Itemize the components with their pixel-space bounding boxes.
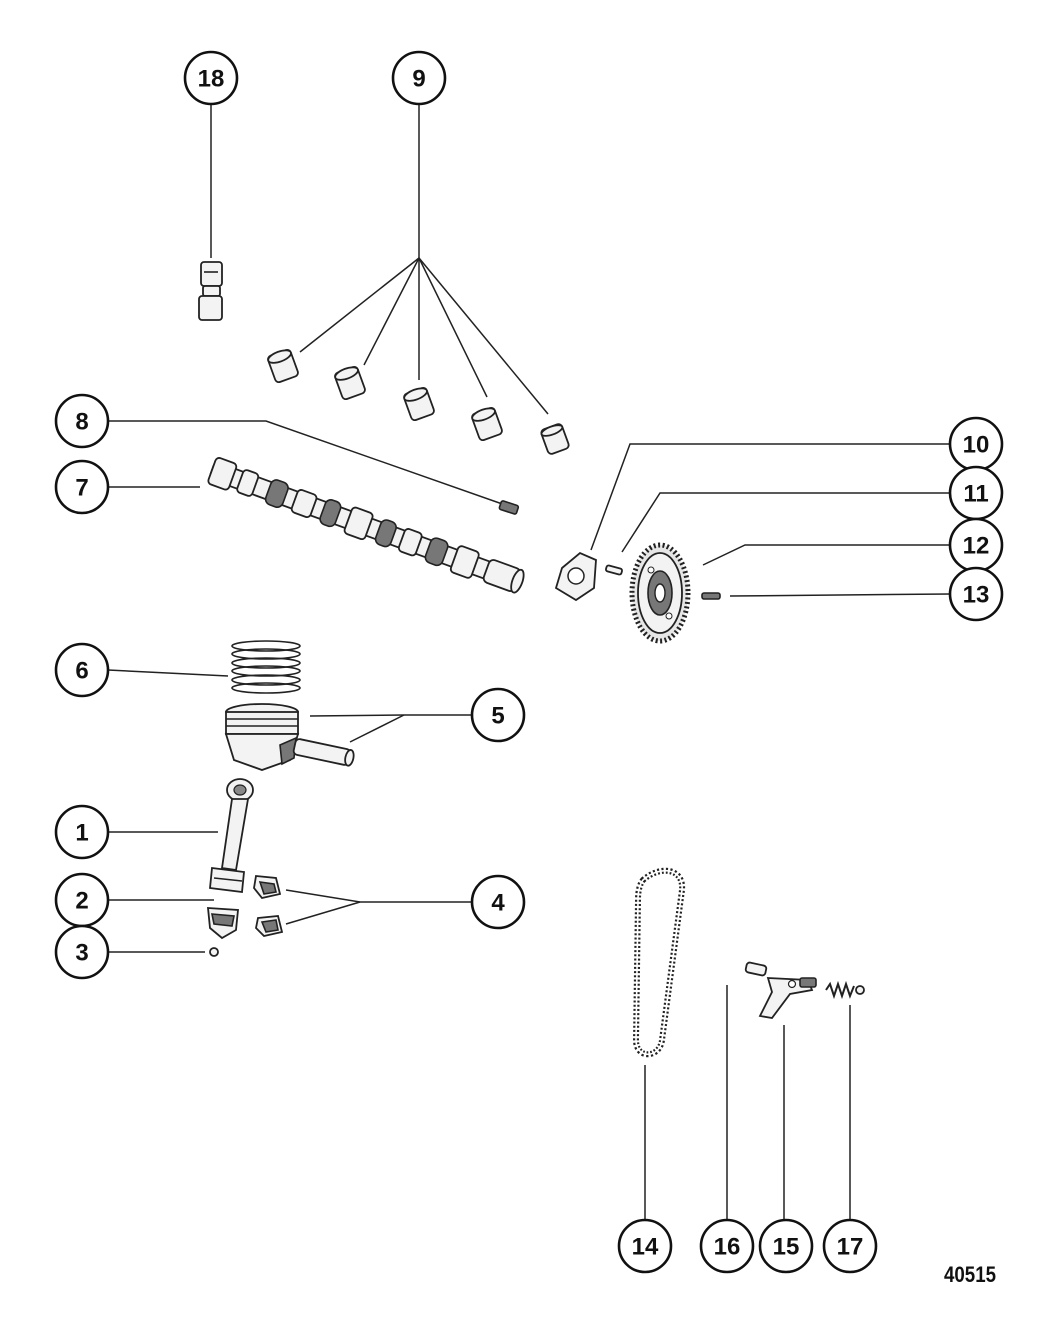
chain-tensioner-part bbox=[758, 977, 817, 1019]
bushing-part bbox=[744, 961, 768, 977]
svg-text:9: 9 bbox=[412, 66, 425, 93]
svg-text:8: 8 bbox=[75, 409, 88, 436]
screw-part bbox=[605, 564, 623, 576]
thrust-plate-part bbox=[554, 551, 597, 602]
leader-lines bbox=[107, 103, 951, 1220]
callout-3: 3 bbox=[54, 924, 110, 980]
callout-13: 13 bbox=[948, 566, 1004, 622]
svg-text:12: 12 bbox=[963, 533, 990, 560]
connecting-rod-part bbox=[209, 778, 254, 894]
callout-11: 11 bbox=[948, 465, 1004, 521]
callout-9: 9 bbox=[391, 50, 447, 106]
svg-text:11: 11 bbox=[963, 481, 988, 508]
svg-text:7: 7 bbox=[75, 475, 88, 502]
callout-15: 15 bbox=[758, 1218, 814, 1274]
callout-2: 2 bbox=[54, 872, 110, 928]
callout-14: 14 bbox=[617, 1218, 673, 1274]
svg-text:1: 1 bbox=[75, 820, 88, 847]
svg-text:5: 5 bbox=[491, 703, 504, 730]
callout-6: 6 bbox=[54, 642, 110, 698]
camshaft-part bbox=[207, 457, 525, 594]
svg-text:18: 18 bbox=[198, 66, 225, 93]
svg-text:2: 2 bbox=[75, 888, 88, 915]
nut-part bbox=[209, 947, 219, 957]
callout-17: 17 bbox=[822, 1218, 878, 1274]
callout-8: 8 bbox=[54, 393, 110, 449]
svg-text:15: 15 bbox=[773, 1234, 800, 1261]
spring-part bbox=[825, 980, 865, 1000]
figure-number: 40515 bbox=[944, 1262, 997, 1287]
callout-7: 7 bbox=[54, 459, 110, 515]
svg-text:4: 4 bbox=[491, 890, 505, 917]
callout-1: 1 bbox=[54, 804, 110, 860]
piston-rings-part bbox=[231, 640, 301, 694]
lifter-part bbox=[198, 261, 223, 321]
piston-part bbox=[224, 703, 300, 771]
callouts: 1 2 3 4 5 6 7 8 bbox=[54, 50, 1004, 1274]
callout-4: 4 bbox=[470, 874, 526, 930]
timing-chain-part bbox=[632, 867, 686, 1058]
rod-cap-part bbox=[206, 907, 239, 940]
rod-bearings-part bbox=[253, 875, 284, 937]
callout-16: 16 bbox=[699, 1218, 755, 1274]
svg-text:16: 16 bbox=[714, 1234, 741, 1261]
svg-text:3: 3 bbox=[75, 940, 88, 967]
bolt-part bbox=[701, 592, 721, 600]
callout-12: 12 bbox=[948, 517, 1004, 573]
key-part bbox=[498, 500, 520, 515]
callout-5: 5 bbox=[470, 687, 526, 743]
cam-sprocket-part bbox=[629, 542, 691, 644]
piston-pin-part bbox=[292, 738, 355, 767]
svg-text:10: 10 bbox=[963, 432, 990, 459]
callout-10: 10 bbox=[948, 416, 1004, 472]
svg-text:17: 17 bbox=[837, 1234, 864, 1261]
svg-text:14: 14 bbox=[632, 1234, 659, 1261]
callout-18: 18 bbox=[183, 50, 239, 106]
svg-text:13: 13 bbox=[963, 582, 990, 609]
svg-text:6: 6 bbox=[75, 658, 88, 685]
camshaft-bearings bbox=[267, 348, 570, 455]
